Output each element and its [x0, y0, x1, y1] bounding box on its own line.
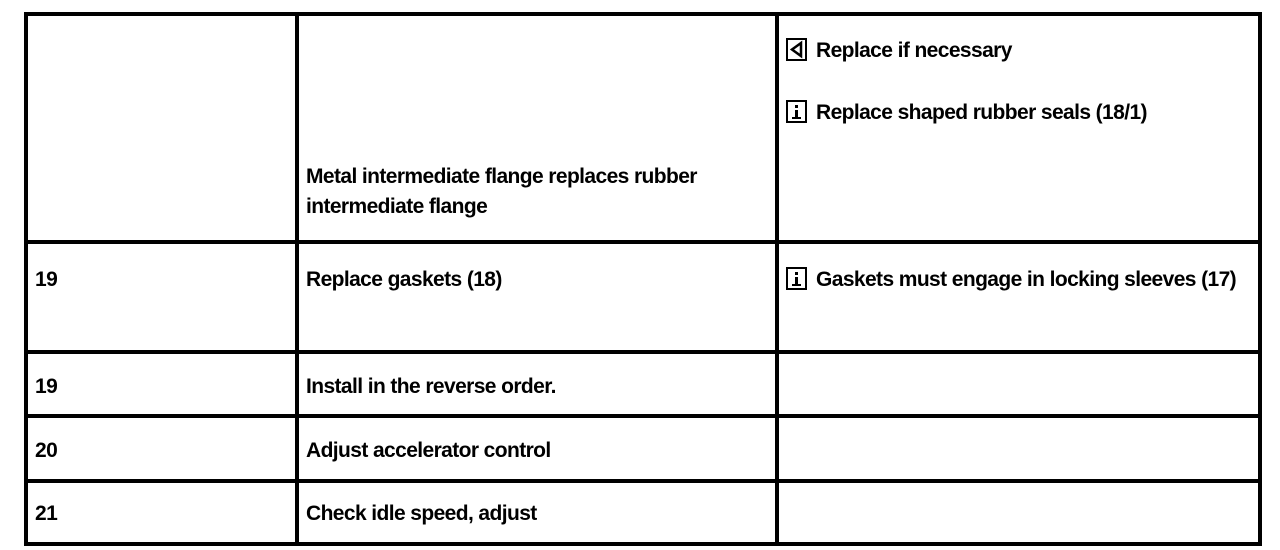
step-cell: 20 [24, 414, 299, 483]
action-text: Replace gaskets (18) [306, 267, 502, 291]
notes-cell: Replace if necessary Replace shaped rubb… [775, 12, 1262, 244]
note-text: Replace shaped rubber seals (18/1) [816, 101, 1148, 124]
table-row: 19 Replace gaskets (18) Gaskets must eng… [24, 239, 1262, 354]
table-row: 21 Check idle speed, adjust [24, 478, 1262, 546]
table-row: 19 Install in the reverse order. [24, 349, 1262, 419]
info-icon [786, 266, 807, 290]
notes-cell [775, 349, 1262, 419]
step-cell: 19 [24, 349, 299, 419]
step-number: 21 [35, 501, 58, 525]
action-cell: Install in the reverse order. [295, 349, 779, 419]
action-text: Install in the reverse order. [306, 374, 556, 398]
note: Gaskets must engage in locking sleeves (… [786, 265, 1250, 295]
procedure-table: Metal intermediate flange replaces rubbe… [24, 12, 1262, 546]
action-cell: Metal intermediate flange replaces rubbe… [295, 12, 779, 244]
step-cell: 21 [24, 478, 299, 546]
note: Replace if necessary [786, 36, 1250, 66]
action-text: Check idle speed, adjust [306, 501, 537, 525]
notes-cell: Gaskets must engage in locking sleeves (… [775, 239, 1262, 354]
notes-cell [775, 478, 1262, 546]
info-icon [786, 100, 807, 123]
action-text: Metal intermediate flange replaces rubbe… [306, 165, 697, 218]
step-number: 19 [35, 374, 58, 398]
table-row: 20 Adjust accelerator control [24, 414, 1262, 483]
step-cell [24, 12, 299, 244]
notes-cell [775, 414, 1262, 483]
note-text: Replace if necessary [816, 39, 1012, 62]
arrow-left-icon [786, 38, 807, 61]
table-row: Metal intermediate flange replaces rubbe… [24, 12, 1262, 244]
step-number: 20 [35, 439, 58, 463]
note: Replace shaped rubber seals (18/1) [786, 98, 1250, 128]
action-cell: Adjust accelerator control [295, 414, 779, 483]
action-text: Adjust accelerator control [306, 439, 551, 463]
note-text: Gaskets must engage in locking sleeves (… [816, 267, 1237, 291]
step-number: 19 [35, 267, 58, 291]
action-cell: Check idle speed, adjust [295, 478, 779, 546]
step-cell: 19 [24, 239, 299, 354]
action-cell: Replace gaskets (18) [295, 239, 779, 354]
